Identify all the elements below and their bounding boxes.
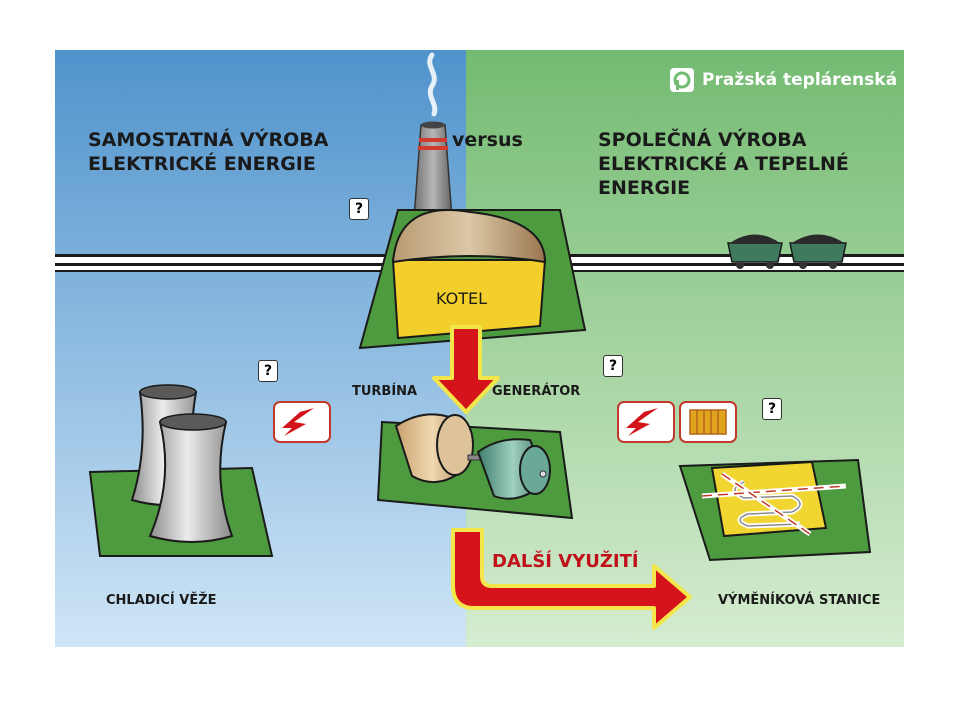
help-marker-boiler-icon[interactable]: ? [349,198,369,220]
heating-radiator-badge-icon [679,401,737,443]
further-use-label: DALŠÍ VYUŽITÍ [492,551,639,572]
help-marker-cooling-icon[interactable]: ? [258,360,278,382]
right-title-line1: SPOLEČNÁ VÝROBA [598,129,807,151]
coal-wagons-icon [727,234,847,269]
left-title-line2: ELEKTRICKÉ ENERGIE [88,153,316,175]
left-title-line1: SAMOSTATNÁ VÝROBA [88,129,329,151]
brand-name: Pražská teplárenská [702,70,898,90]
right-title-line3: ENERGIE [598,177,691,199]
electricity-badge-left-icon [273,401,331,443]
generator-label: GENERÁTOR [492,384,581,399]
help-marker-text: ? [608,358,618,374]
brand: Pražská teplárenská [702,70,897,90]
help-marker-text: ? [354,201,364,217]
help-marker-text: ? [767,401,777,417]
brand-logo-icon [670,68,694,92]
turbine-label: TURBÍNA [352,384,418,399]
right-title-line2: ELEKTRICKÉ A TEPELNÉ [598,153,849,175]
exchanger-station-label: VÝMĚNÍKOVÁ STANICE [718,593,881,608]
turbine-icon [394,413,474,483]
versus-label: versus [452,129,523,151]
generator-icon [476,438,551,500]
boiler-label: KOTEL [436,289,488,308]
help-marker-text: ? [263,363,273,379]
help-marker-station-icon[interactable]: ? [762,398,782,420]
cooling-tower-front-icon [148,413,234,543]
electricity-badge-right-icon [617,401,675,443]
steam-flow-arrow [432,325,500,414]
heat-exchanger-icon [701,460,847,538]
cooling-towers-label: CHLADICÍ VĚŽE [106,593,217,608]
boiler-building-icon [391,209,547,340]
further-use-arrow [451,528,692,630]
help-marker-turbine-icon[interactable]: ? [603,355,623,377]
